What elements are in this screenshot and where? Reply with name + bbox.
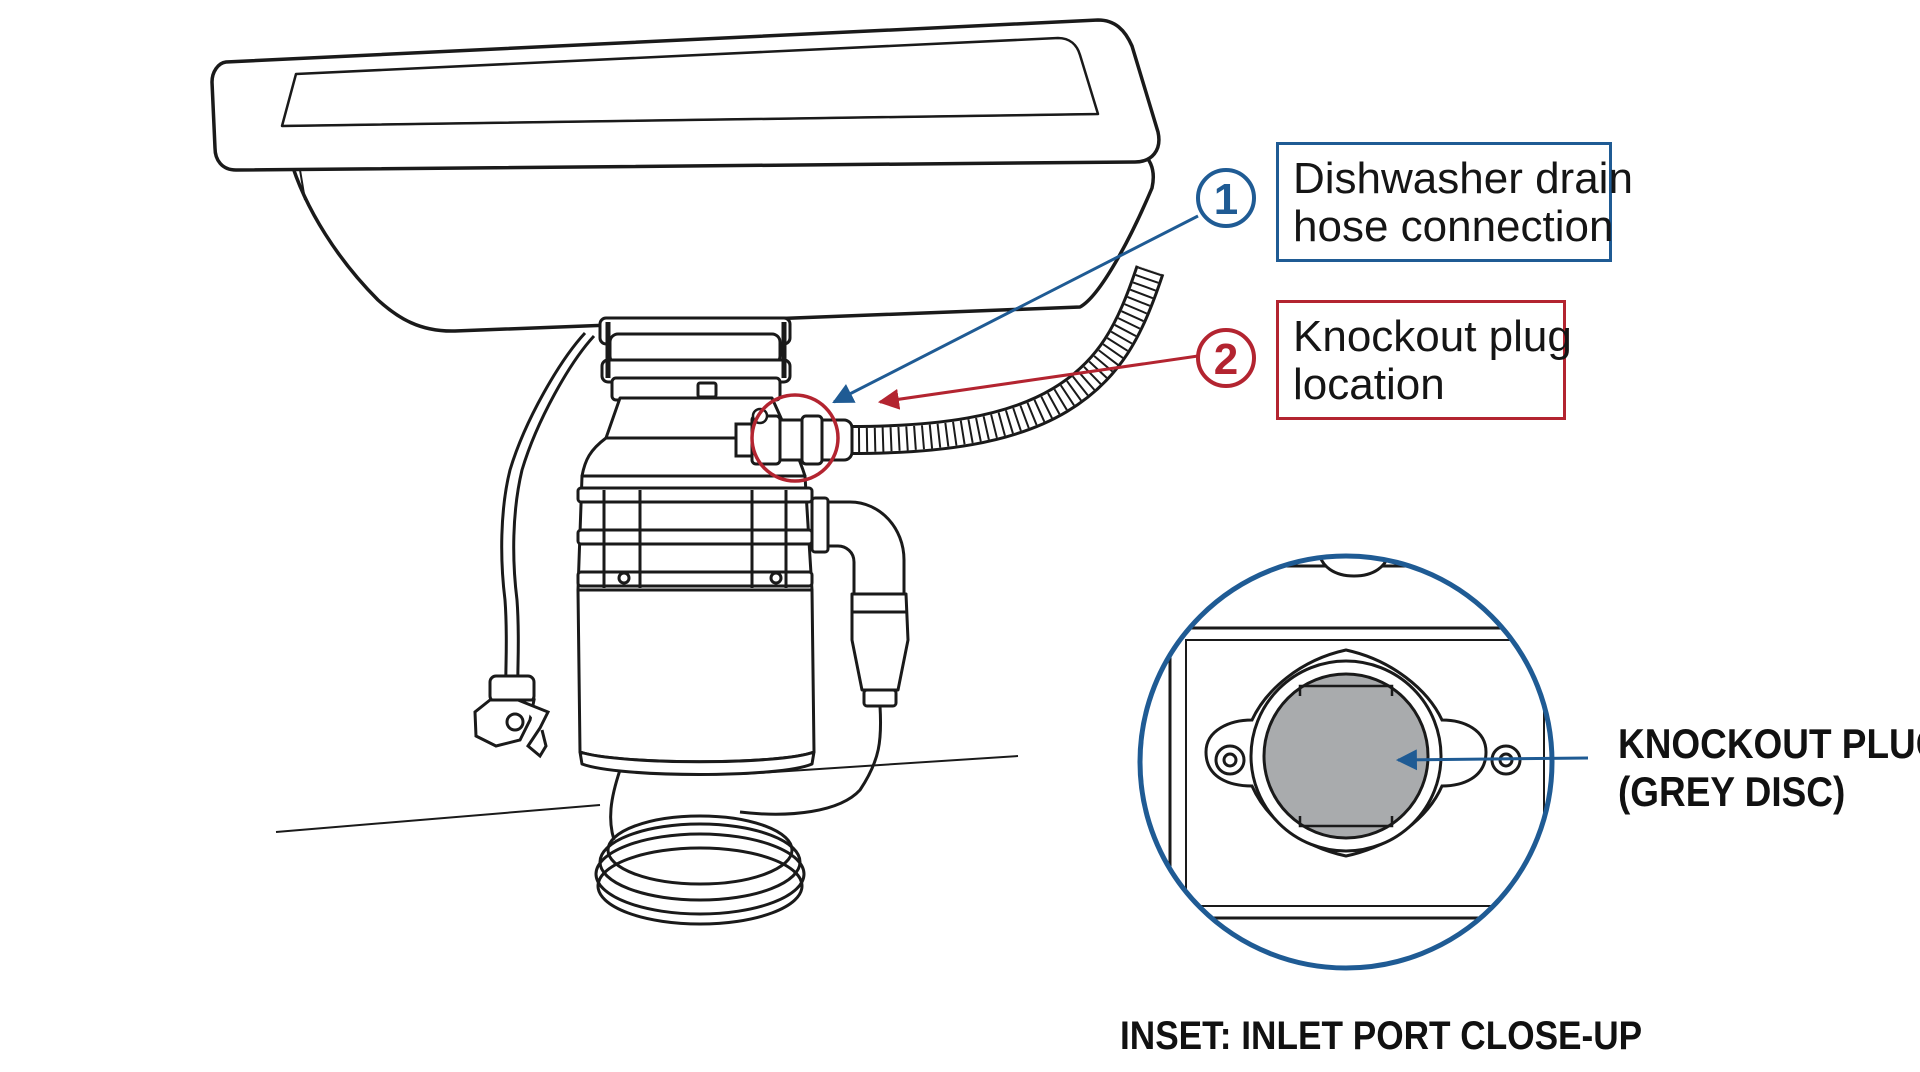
callout-1-line1: Dishwasher drain <box>1293 154 1633 203</box>
water-supply-line <box>473 331 596 759</box>
callout-2-line2: location <box>1293 360 1445 409</box>
callout-1-badge: 1 <box>1196 168 1256 228</box>
inset-caption-text: INSET: INLET PORT CLOSE-UP <box>1120 1014 1643 1058</box>
callout-2-number: 2 <box>1214 335 1238 384</box>
knockout-plug-label-line2: (GREY DISC) <box>1618 768 1846 815</box>
callout-1-number: 1 <box>1214 175 1238 224</box>
callout-1-line2: hose connection <box>1293 202 1614 251</box>
callout-2-line1: Knockout plug <box>1293 312 1572 361</box>
inset-caption: INSET: INLET PORT CLOSE-UP <box>1120 1014 1642 1058</box>
callout-2-badge: 2 <box>1196 328 1256 388</box>
knockout-plug-label-line1: KNOCKOUT PLUG <box>1618 720 1920 767</box>
knockout-plug-disc <box>1262 672 1430 840</box>
knockout-plug-label: KNOCKOUT PLUG (GREY DISC) <box>1618 720 1920 816</box>
drain-hose <box>734 265 1165 466</box>
callout-1-label: Dishwasher drain hose connection <box>1276 142 1633 262</box>
callout-2-label: Knockout plug location <box>1276 300 1572 420</box>
sink <box>210 18 1161 333</box>
callout-2-leader <box>877 354 1199 410</box>
garbage-disposal <box>576 316 910 926</box>
inset-plug-leader <box>1395 749 1589 771</box>
callout-1-leader <box>832 214 1199 404</box>
inset-closeup <box>1137 553 1555 971</box>
inlet-highlight-circle <box>750 393 840 483</box>
